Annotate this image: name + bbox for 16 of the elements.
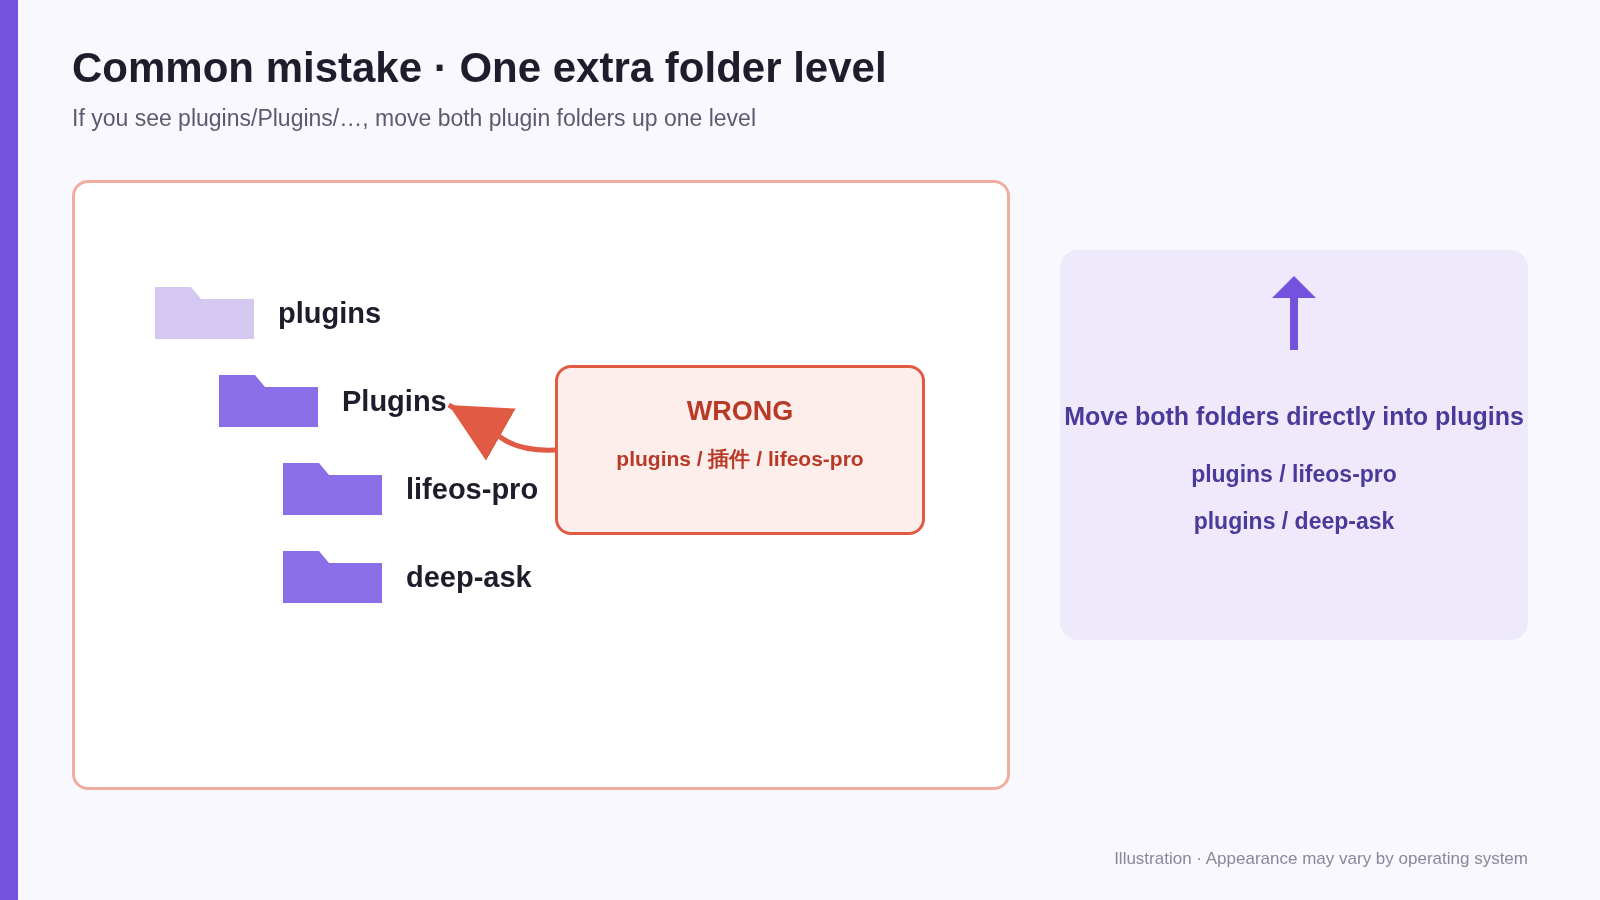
folder-name: lifeos-pro: [406, 472, 539, 506]
warning-heading: WRONG: [685, 396, 795, 427]
folder-path: plugins / deep-ask: [1192, 508, 1396, 535]
folder-path: plugins / lifeos-pro: [1190, 461, 1398, 488]
folder-name: Plugins: [342, 384, 447, 418]
folder-name: deep-ask: [406, 560, 532, 594]
info-panel: [1060, 250, 1528, 640]
warning-box: [555, 365, 925, 535]
subtitle: If you see plugins/Plugins/…, move both plugin folders up one level: [72, 105, 757, 132]
folder-name: plugins: [278, 296, 382, 330]
footnote: Illustration · Appearance may vary by operating system: [1114, 849, 1528, 869]
arrow: [447, 402, 556, 461]
title: Common mistake · One extra folder level: [72, 44, 887, 92]
panel-heading: Move both folders directly into plugins: [1063, 402, 1525, 431]
wrong-path: plugins / 插件 / lifeos-pro: [615, 446, 865, 472]
box-frame: [72, 180, 1010, 790]
